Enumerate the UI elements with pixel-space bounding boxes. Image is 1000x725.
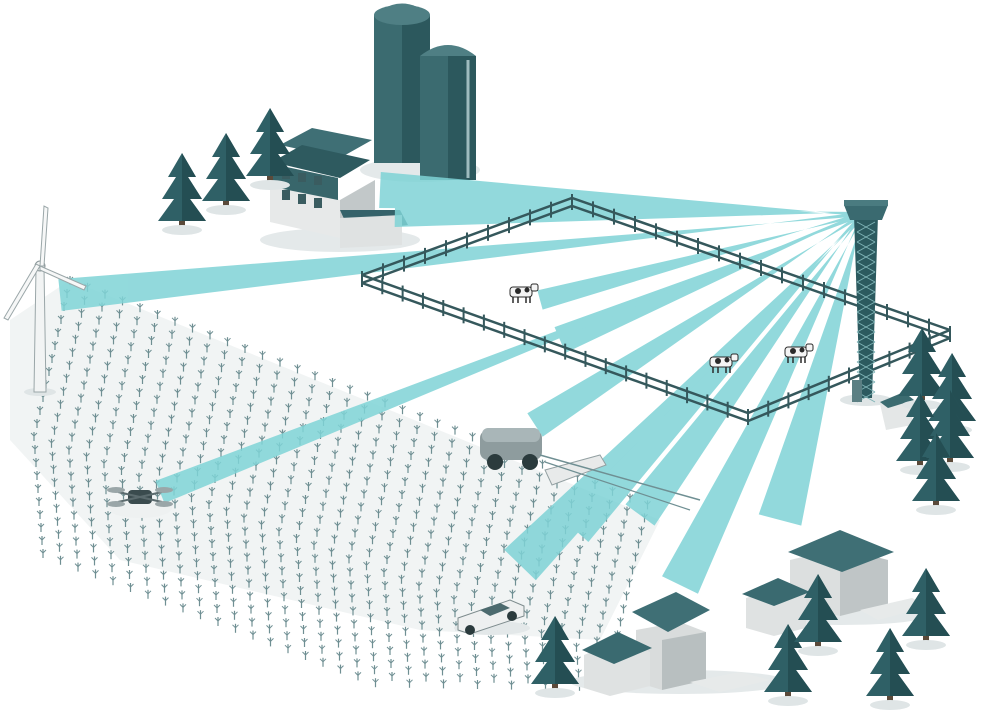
farmhouse-icon [260, 128, 420, 252]
signal-beam [537, 212, 864, 310]
drone-icon [107, 487, 173, 518]
signal-beam [625, 212, 864, 526]
house-icon [570, 592, 790, 696]
wind-turbine-icon [3, 205, 87, 396]
signal-beam [554, 212, 864, 353]
signal-beam [527, 212, 864, 437]
signal-beam [758, 212, 864, 526]
crop-sprayer-icon [480, 428, 701, 511]
signal-beam [662, 212, 864, 594]
grain-silo-icon [360, 3, 480, 182]
house-icon [742, 530, 930, 636]
wireless-signal-beams [58, 172, 865, 594]
field-ground [10, 280, 660, 640]
signal-beam [155, 212, 864, 504]
signal-beam [58, 212, 865, 311]
pickup-truck-icon [454, 599, 530, 635]
signal-beam [561, 212, 864, 543]
signal-beam [394, 183, 864, 227]
